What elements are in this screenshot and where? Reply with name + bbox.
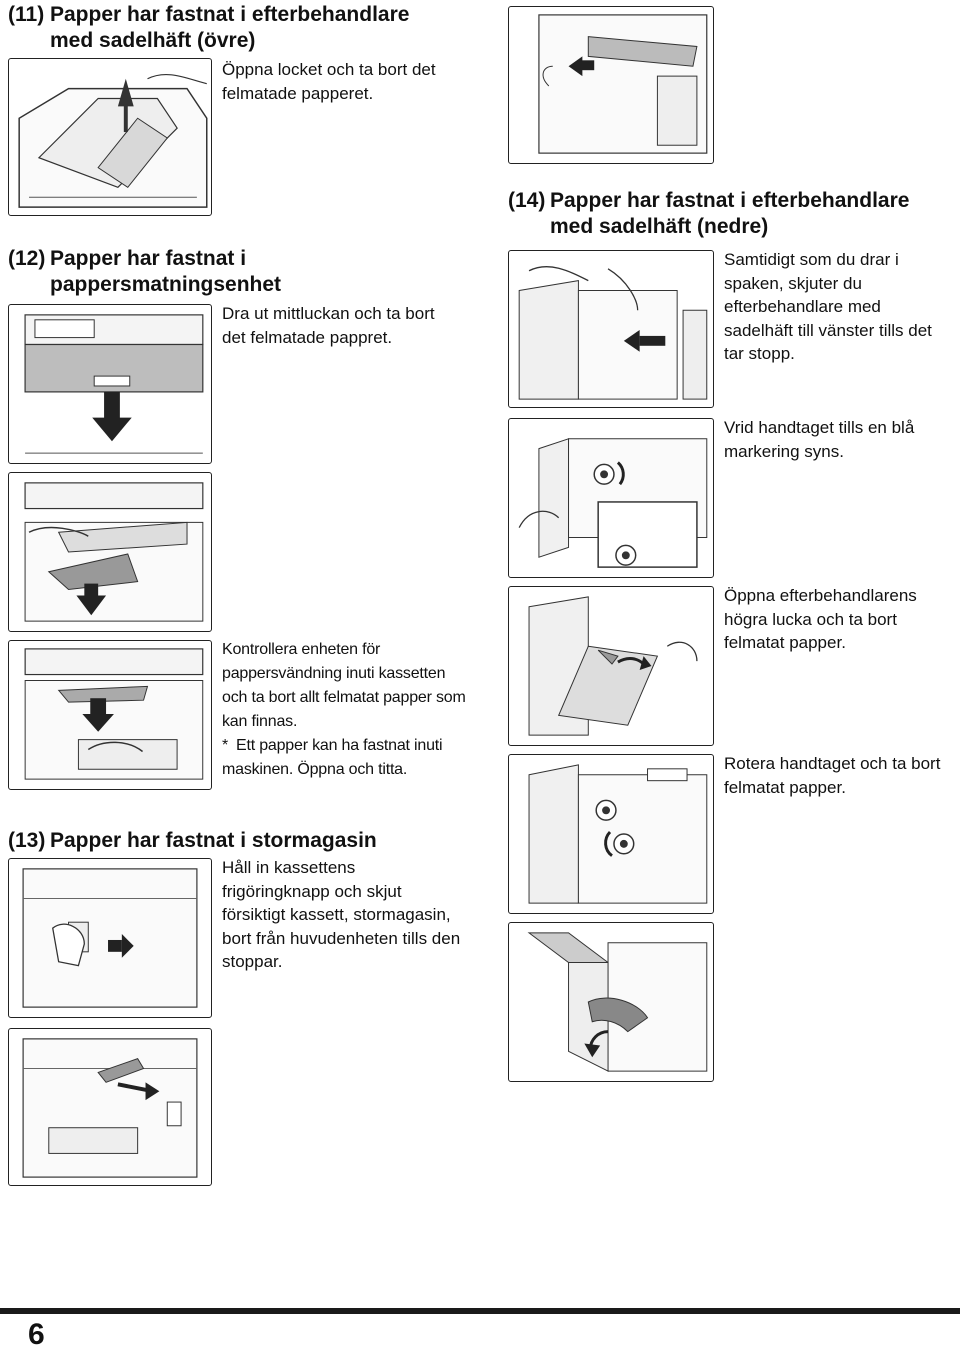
section-title-line2: med sadelhäft (övre) — [50, 29, 256, 52]
step-text-11-1: Öppna locket och ta bort det felmatade p… — [222, 60, 436, 103]
illustration-middle-drawer — [8, 304, 212, 464]
illustration-turn-knob — [508, 418, 714, 578]
step-text-14-3: Öppna efterbehandlarens högra lucka och … — [724, 586, 917, 652]
section-11-heading: (11)Papper har fastnat i efterbehandlare… — [8, 2, 448, 54]
illustration-paper-reversing-unit — [8, 640, 212, 790]
step-text-14-4: Rotera handtaget och ta bort felmatat pa… — [724, 754, 941, 797]
note-marker: * — [222, 737, 229, 754]
section-number: (14) — [508, 189, 546, 212]
illustration-remove-paper — [508, 922, 714, 1082]
section-title-line1: Papper har fastnat i — [50, 247, 247, 270]
section-title-line1: Papper har fastnat i efterbehandlare — [50, 3, 410, 26]
section-13-heading: (13)Papper har fastnat i stormagasin — [8, 828, 448, 854]
step-text-12-1: Dra ut mittluckan och ta bort det felmat… — [222, 304, 435, 347]
section-number: (12) — [8, 247, 46, 270]
note-12: *Ett papper kan ha fastnat inuti maskine… — [222, 734, 472, 782]
step-text-12-2: Kontrollera enheten för pappersvändning … — [222, 641, 466, 730]
section-number: (13) — [8, 829, 46, 852]
step-text-13-1: Håll in kassettens frigöringknapp och sk… — [222, 858, 461, 971]
illustration-finisher-upper-cover — [8, 58, 212, 216]
step-text-14-2: Vrid handtaget tills en blå markering sy… — [724, 418, 915, 461]
step-text-14-1: Samtidigt som du drar i spaken, skjuter … — [724, 250, 932, 363]
section-title: Papper har fastnat i stormagasin — [50, 829, 377, 852]
footer-rule — [0, 1308, 960, 1314]
illustration-cassette-slid-out — [8, 1028, 212, 1186]
section-title-line2: pappersmatningsenhet — [50, 273, 282, 296]
section-14-heading: (14)Papper har fastnat i efterbehandlare… — [508, 188, 958, 240]
page-number: 6 — [28, 1318, 45, 1351]
section-title-line2: med sadelhäft (nedre) — [550, 215, 769, 238]
illustration-rotate-knob — [508, 754, 714, 914]
illustration-finisher-top-open — [508, 6, 714, 164]
illustration-large-cassette-release — [8, 858, 212, 1018]
illustration-slide-finisher-left — [508, 250, 714, 408]
illustration-pull-paper — [8, 472, 212, 632]
note-text: Ett papper kan ha fastnat inuti maskinen… — [222, 737, 443, 778]
illustration-open-right-cover — [508, 586, 714, 746]
section-12-heading: (12)Papper har fastnat i pappersmatnings… — [8, 246, 448, 298]
section-number: (11) — [8, 3, 45, 26]
section-title-line1: Papper har fastnat i efterbehandlare — [550, 189, 910, 212]
